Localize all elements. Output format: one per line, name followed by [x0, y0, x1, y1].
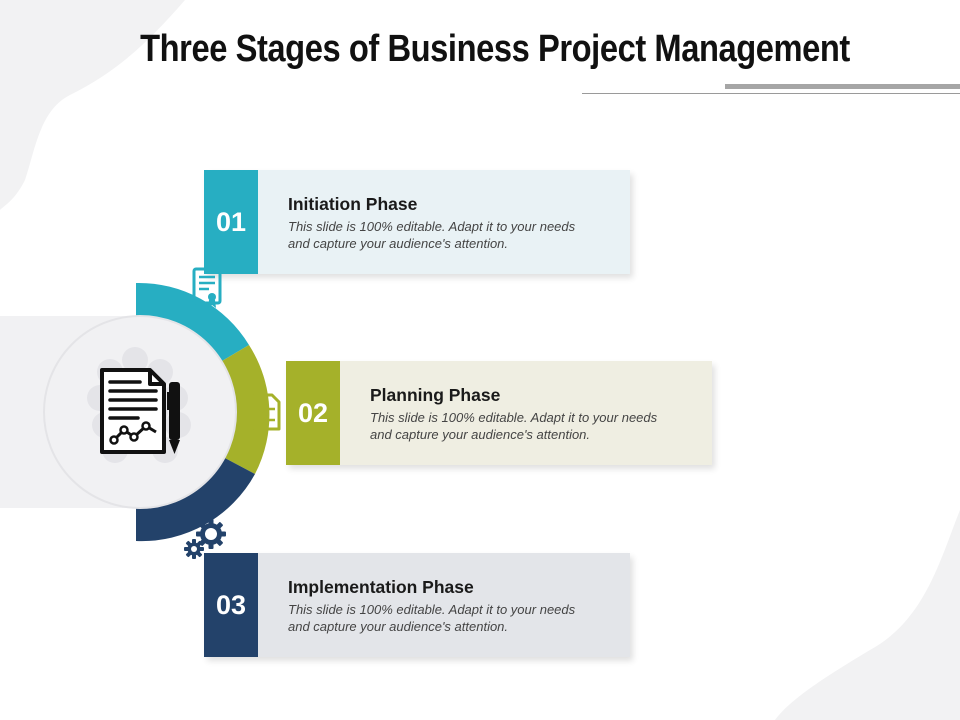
title-underline-thin [582, 93, 960, 94]
phase-body: Initiation Phase This slide is 100% edit… [258, 170, 630, 274]
phase-card-planning: 02 Planning Phase This slide is 100% edi… [286, 361, 712, 465]
phase-body: Planning Phase This slide is 100% editab… [340, 361, 712, 465]
ring-segment-navy [136, 448, 255, 542]
phase-number: 02 [286, 361, 340, 465]
phase-card-initiation: 01 Initiation Phase This slide is 100% e… [204, 170, 630, 274]
phase-title: Implementation Phase [288, 577, 474, 597]
phase-number: 01 [204, 170, 258, 274]
phase-description: This slide is 100% editable. Adapt it to… [288, 219, 576, 251]
ring-segment-teal [136, 282, 249, 374]
gears-icon [184, 519, 226, 559]
checklist-icon [253, 393, 281, 431]
report-document-pen-icon [100, 368, 180, 454]
phase-number: 03 [204, 553, 258, 657]
certificate-icon [192, 267, 222, 308]
phase-description: This slide is 100% editable. Adapt it to… [288, 602, 576, 634]
phase-title: Planning Phase [370, 385, 501, 405]
phase-title: Initiation Phase [288, 194, 418, 214]
slide-title: Three Stages of Business Project Managem… [140, 28, 850, 70]
phase-body: Implementation Phase This slide is 100% … [258, 553, 630, 657]
phase-card-implementation: 03 Implementation Phase This slide is 10… [204, 553, 630, 657]
phase-description: This slide is 100% editable. Adapt it to… [370, 410, 658, 442]
title-underline-thick [725, 84, 960, 89]
